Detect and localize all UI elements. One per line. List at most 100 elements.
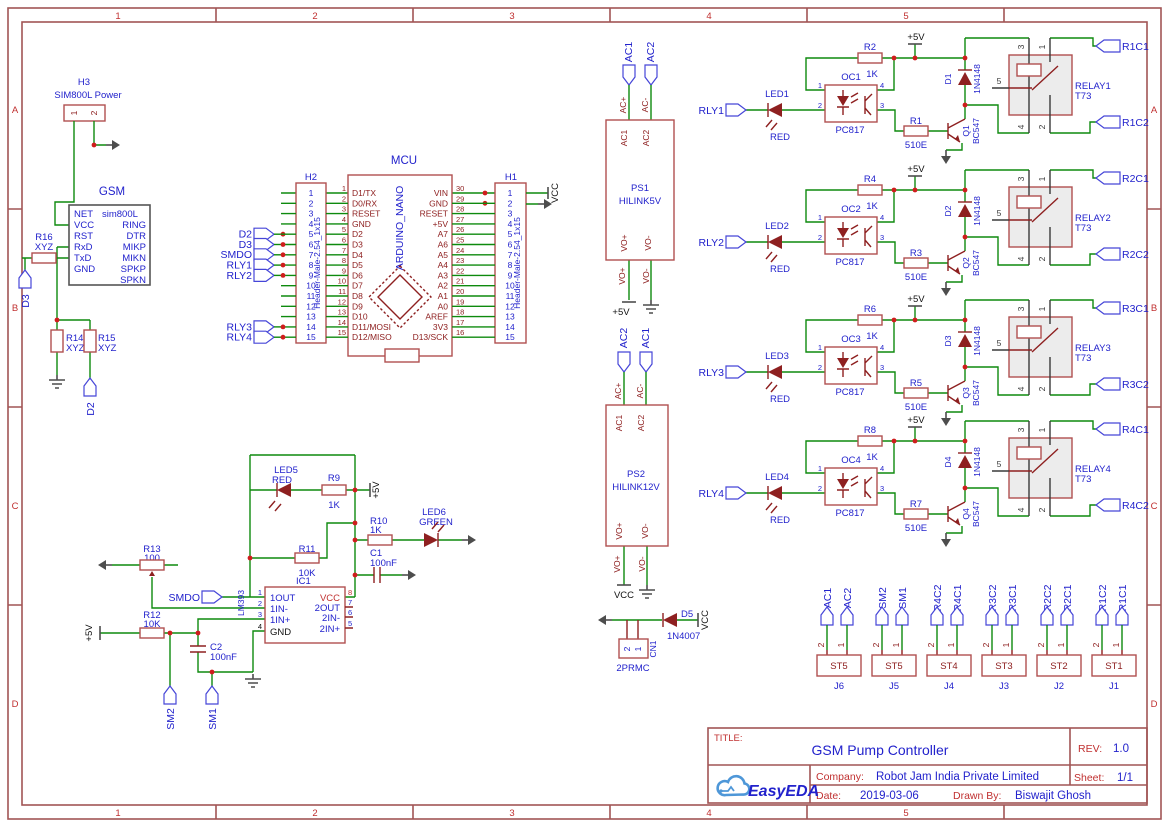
net-flag-out2[interactable]: R2C2	[1095, 247, 1149, 261]
led-indicator[interactable]: LED3 RED	[765, 351, 790, 405]
resistor-pullup[interactable]: R4 1K	[857, 174, 883, 212]
optocoupler[interactable]: OC2 1 2 4 3 PC817	[818, 204, 884, 268]
net-flag-D3[interactable]: D3	[18, 269, 32, 308]
header-H2[interactable]: Header-Male-2.54_1x15	[295, 182, 327, 344]
module-body[interactable]	[605, 119, 675, 261]
net-flag-ac1[interactable]: AC1	[639, 328, 653, 373]
p5v-flag[interactable]: +5V	[612, 301, 636, 318]
screw-terminal[interactable]: R3C2 R3C1 2 1 ST3 J3	[981, 584, 1027, 692]
terminal-body[interactable]	[1036, 654, 1082, 677]
net-flag-input[interactable]: SMDO	[221, 248, 286, 262]
ps1-module[interactable]: AC1 AC2 PS1 HILINK5V VO+ VO-	[605, 119, 675, 261]
diode-body[interactable]	[663, 613, 677, 627]
net-flag-input[interactable]: RLY2	[699, 235, 747, 249]
flyback-diode[interactable]: D4 1N4148	[943, 447, 982, 477]
net-flag-out1[interactable]: R2C1	[1095, 171, 1149, 185]
ic-lm393[interactable]: IC1 LM393 1 2 3 4 8 7 6 5 1OUT 1IN- 1IN+…	[236, 576, 353, 644]
relay[interactable]: 3 1 5 4 2 RELAY4 T73	[992, 421, 1111, 516]
net-pentagon[interactable]	[18, 269, 32, 289]
terminal-body[interactable]	[816, 654, 862, 677]
resistor-base[interactable]: R7 510E	[903, 499, 929, 534]
p5v-flag[interactable]: +5V	[84, 624, 101, 642]
header-body[interactable]	[494, 182, 527, 344]
net-pentagon[interactable]	[253, 330, 275, 344]
diode-D5[interactable]: D5 1N4007	[662, 609, 700, 642]
resistor-body[interactable]	[139, 559, 165, 571]
net-pentagon[interactable]	[253, 268, 275, 283]
vcc-flag[interactable]: VCC	[697, 610, 711, 630]
transistor[interactable]: Q4 BC547	[947, 501, 981, 527]
p5v-flag[interactable]: +5V	[369, 481, 382, 499]
terminal-body[interactable]	[926, 654, 972, 677]
header-H3[interactable]: H3 SIM800L Power 1 2	[54, 77, 122, 122]
capacitor-C1[interactable]: C1 100nF	[370, 548, 397, 583]
header-body[interactable]	[295, 182, 327, 344]
resistor-body[interactable]	[903, 387, 929, 399]
net-flag-ac1[interactable]: AC1	[622, 42, 636, 86]
net-flag-input[interactable]: D3	[239, 237, 286, 252]
resistor-body[interactable]	[139, 627, 165, 639]
screw-terminal[interactable]: R1C2 R1C1 2 1 ST1 J1	[1091, 584, 1137, 692]
net-pentagon[interactable]	[644, 64, 658, 86]
p5v-flag[interactable]: +5V	[907, 415, 925, 428]
opto-body[interactable]	[824, 346, 878, 385]
relay-channel[interactable]: +5V RLY4 LED4 RED OC4 1 2 4 3 PC817 R8 1…	[699, 415, 1150, 548]
net-flag-sm1[interactable]: SM1	[205, 685, 219, 730]
resistor-body[interactable]	[50, 329, 64, 353]
net-flag-out1[interactable]: R1C1	[1095, 39, 1149, 53]
connector-body[interactable]	[618, 638, 649, 659]
resistor-body[interactable]	[857, 435, 883, 447]
screw-terminal[interactable]: AC1 AC2 2 1 ST5 J6	[816, 588, 862, 692]
net-pentagon[interactable]	[163, 685, 177, 705]
screw-terminal[interactable]: SM2 SM1 2 1 ST5 J5	[871, 587, 917, 692]
led-indicator[interactable]: LED1 RED	[765, 89, 790, 143]
diode-body[interactable]	[958, 334, 972, 347]
resistor-pullup[interactable]: R2 1K	[857, 42, 883, 80]
led-indicator[interactable]: LED4 RED	[765, 472, 790, 526]
resistor-pullup[interactable]: R8 1K	[857, 425, 883, 463]
transistor[interactable]: Q1 BC547	[947, 118, 981, 144]
net-pentagon[interactable]	[83, 377, 97, 397]
resistor-body[interactable]	[903, 508, 929, 520]
net-pentagon[interactable]	[1095, 115, 1121, 129]
arduino-nano[interactable]: ARDUINO_NANO	[347, 174, 453, 363]
capacitor-body[interactable]	[373, 567, 381, 583]
resistor-body[interactable]	[83, 329, 97, 353]
net-pentagon[interactable]	[205, 685, 219, 705]
net-pentagon[interactable]	[1095, 301, 1121, 315]
header-body[interactable]	[63, 104, 106, 122]
net-flag-out2[interactable]: R4C2	[1095, 498, 1149, 512]
p5v-flag[interactable]: +5V	[907, 294, 925, 307]
flyback-diode[interactable]: D1 1N4148	[943, 64, 982, 94]
net-pentagon[interactable]	[622, 64, 636, 86]
resistor-body[interactable]	[321, 484, 347, 496]
net-pentagon[interactable]	[1095, 498, 1121, 512]
net-flag-input[interactable]: RLY1	[227, 258, 286, 272]
net-flag-out2[interactable]: R3C2	[1095, 377, 1149, 391]
terminal-body[interactable]	[981, 654, 1027, 677]
led-body[interactable]	[768, 235, 782, 249]
led-body[interactable]	[768, 103, 782, 117]
net-flag-input[interactable]: RLY4	[227, 330, 286, 344]
net-flag-sm2[interactable]: SM2	[163, 685, 177, 730]
net-pentagon[interactable]	[725, 365, 747, 379]
resistor-base[interactable]: R3 510E	[903, 248, 929, 283]
opto-body[interactable]	[824, 84, 878, 123]
resistor-body[interactable]	[857, 184, 883, 196]
net-flag-out1[interactable]: R4C1	[1095, 422, 1149, 436]
terminal-body[interactable]	[1091, 654, 1137, 677]
resistor-body[interactable]	[294, 552, 320, 564]
capacitor-C2[interactable]: C2 100nF	[190, 642, 237, 663]
optocoupler[interactable]: OC3 1 2 4 3 PC817	[818, 334, 884, 398]
vcc-flag[interactable]: VCC	[547, 183, 561, 203]
optocoupler[interactable]: OC1 1 2 4 3 PC817	[818, 72, 884, 136]
resistor-body[interactable]	[903, 257, 929, 269]
net-flag-smdo[interactable]: SMDO	[169, 590, 223, 604]
led-body[interactable]	[768, 486, 782, 500]
p5v-flag[interactable]: +5V	[907, 32, 925, 45]
resistor-base[interactable]: R1 510E	[903, 116, 929, 151]
net-flag-input[interactable]: RLY1	[699, 103, 747, 117]
transistor[interactable]: Q2 BC547	[947, 250, 981, 276]
net-pentagon[interactable]	[1095, 247, 1121, 261]
relay[interactable]: 3 1 5 4 2 RELAY3 T73	[992, 300, 1111, 395]
